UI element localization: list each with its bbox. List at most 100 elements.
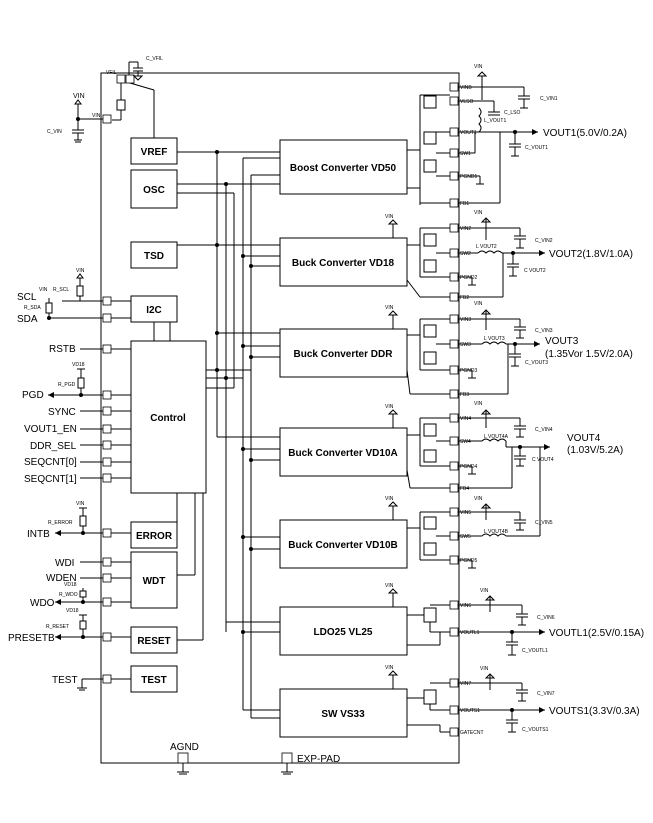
buck-ddr-label: Buck Converter DDR — [294, 349, 394, 360]
pgd-signal: PGD — [22, 390, 44, 401]
buck-vd18-label: Buck Converter VD18 — [292, 258, 395, 269]
pin-vin7: VIN7 — [460, 681, 471, 687]
intb-signal: INTB — [27, 529, 50, 540]
pin-gatecnt: GATECNT — [460, 730, 484, 736]
r-error-label: R_ERROR — [48, 520, 73, 526]
buck-vd10a-block: Buck Converter VD10A — [279, 427, 408, 477]
vd18-wdo-label: VD18 — [64, 582, 77, 588]
wdo-signal: WDO — [30, 598, 55, 609]
pin-sw1: SW1 — [460, 151, 471, 157]
vin-ldo: VIN — [385, 583, 394, 589]
pin-vout1: VOUT1 — [460, 130, 477, 136]
l-vout4a-label: L VOUT4A — [484, 434, 509, 440]
pin-sw3: SW3 — [460, 342, 471, 348]
pin-fb4: FB4 — [460, 486, 469, 492]
wdt-signals: WDI WDEN VD18 R_WDO WDO — [30, 558, 103, 609]
pin-vin5: VIN5 — [460, 510, 471, 516]
c-vin-label: C_VIN — [47, 129, 62, 135]
rstb-signal: RSTB — [49, 344, 76, 355]
sync-signal: SYNC — [48, 407, 76, 418]
vout2-output: VOUT2(1.8V/1.0A) — [549, 249, 633, 260]
c-lso-label: C_LSO — [504, 110, 521, 116]
vin-ddr: VIN — [385, 305, 394, 311]
vin-pin-label: VIN — [92, 113, 101, 119]
vin-vd10a: VIN — [385, 404, 394, 410]
pin-vin3: VIN3 — [460, 317, 471, 323]
vout1-output: VOUT1(5.0V/0.2A) — [543, 128, 627, 139]
seqcnt0-signal: SEQCNT[0] — [24, 457, 77, 468]
vin-vout1: VIN — [474, 64, 483, 70]
wdt-block: WDT — [130, 551, 178, 609]
vin-vouts1: VIN — [480, 666, 489, 672]
pin-vin2: VIN2 — [460, 226, 471, 232]
r-sda-label: R_SDA — [24, 305, 41, 311]
c-vin5-label: C_VIN5 — [535, 520, 553, 526]
vin-sw: VIN — [385, 665, 394, 671]
wdt-label: WDT — [143, 576, 166, 587]
r-reset-label: R_RESET — [46, 624, 69, 630]
pin-sw5: SW5 — [460, 534, 471, 540]
left-pin-squares — [102, 74, 135, 684]
tsd-label: TSD — [144, 251, 164, 262]
pin-pgnd1: PGND1 — [460, 174, 477, 180]
presetb-output: VD18 R_RESET PRESETB — [8, 608, 103, 644]
ldo25-block: LDO25 VL25 — [279, 606, 408, 656]
buck-vd18-block: Buck Converter VD18 — [279, 237, 408, 287]
power-stages: VIN VIN VIN VIN VIN VIN — [385, 94, 450, 733]
seqcnt1-signal: SEQCNT[1] — [24, 474, 77, 485]
boost-label: Boost Converter VD50 — [290, 163, 397, 174]
test-input: TEST — [52, 675, 103, 691]
vin-vout4b: VIN — [474, 496, 483, 502]
vin-vout4: VIN — [474, 401, 483, 407]
pin-pgnd3: PGND3 — [460, 368, 477, 374]
r-pgd-label: R_PGD — [58, 382, 76, 388]
l-vout4b-label: L VOUT4B — [484, 529, 509, 535]
vfil-capacitor: C_VFIL VFIL — [106, 56, 163, 81]
pin-vouts1: VOUTS1 — [460, 708, 480, 714]
vd18-pgd-label: VD18 — [72, 362, 85, 368]
control-signals: RSTB VD18 R_PGD PGD SYNC VOUT1_EN DDR_SE… — [22, 344, 103, 485]
vin-intb-label: VIN — [76, 501, 85, 507]
control-label: Control — [150, 413, 186, 424]
test-label: TEST — [141, 675, 167, 686]
scl-signal: SCL — [17, 292, 37, 303]
buck-vd10b-label: Buck Converter VD10B — [288, 540, 397, 551]
c-vin7-label: C_VIN7 — [537, 691, 555, 697]
vd18-reset-label: VD18 — [66, 608, 79, 614]
vout4-output-line2: (1.03V/5.2A) — [567, 445, 623, 456]
pin-fb1: FB1 — [460, 201, 469, 207]
i2c-pullups: VIN VIN R_SCL R_SDA SCL SDA — [17, 268, 103, 325]
vin-sda-label: VIN — [39, 287, 48, 293]
pin-fb2: FB2 — [460, 295, 469, 301]
presetb-signal: PRESETB — [8, 633, 55, 644]
vin-vd18: VIN — [385, 214, 394, 220]
sw-vs33-label: SW VS33 — [321, 709, 365, 720]
test-signal: TEST — [52, 675, 78, 686]
c-vfil-label: C_VFIL — [146, 56, 163, 62]
pin-vlso: VLSO — [460, 99, 473, 105]
vin-vout2: VIN — [474, 210, 483, 216]
buck-vd10a-label: Buck Converter VD10A — [288, 448, 397, 459]
pin-sw2: SW2 — [460, 251, 471, 257]
pin-vinb: VINB — [460, 85, 472, 91]
wdi-signal: WDI — [55, 558, 74, 569]
c-vin6-label: C_VIN6 — [537, 615, 555, 621]
right-pin-squares — [449, 82, 459, 737]
r-scl-label: R_SCL — [53, 287, 69, 293]
reset-label: RESET — [137, 636, 170, 647]
c-vout3-label: C_VOUT3 — [525, 360, 548, 366]
pin-sw4: SW4 — [460, 439, 471, 445]
error-block: ERROR — [130, 521, 178, 549]
right-pin-labels: VINB VLSO VOUT1 SW1 PGND1 FB1 VIN2 SW2 P… — [460, 85, 484, 736]
vout3-output-line2: (1.35Vor 1.5V/2.0A) — [545, 349, 633, 360]
c-vin4-label: C_VIN4 — [535, 427, 553, 433]
internal-wiring — [111, 82, 280, 719]
vin-vd10b: VIN — [385, 496, 394, 502]
osc-block: OSC — [130, 169, 178, 209]
intb-output: VIN R_ERROR INTB — [27, 501, 103, 540]
i2c-block: I2C — [130, 295, 178, 323]
voutl1-output: VOUTL1(2.5V/0.15A) — [549, 628, 644, 639]
exp-pad-label: EXP-PAD — [297, 754, 340, 765]
external-outputs: VIN C_VIN1 C_LSO L_VOUT1 VOUT1(5.0V/0.2A… — [458, 64, 644, 733]
